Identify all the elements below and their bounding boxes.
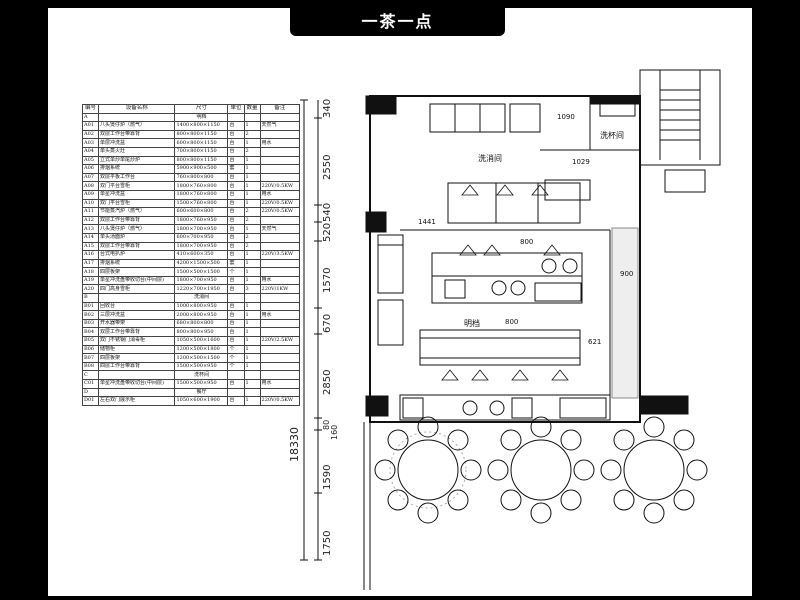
dim-800a: 800 [520,238,534,246]
dim-a: 2550 [322,154,333,180]
dim-b: 540 [322,202,333,222]
dim-1029: 1029 [572,158,590,166]
dim-1441: 1441 [418,218,436,226]
cup-room-label: 洗杯间 [600,131,624,140]
table-cell: 左右双门展示柜 [98,396,176,406]
table-cell: 220V/0.5KW [259,396,301,406]
cup-sink [664,169,706,193]
wash-room-label: 洗消间 [478,154,502,163]
page-title: 一茶一点 [290,8,505,36]
dim-621: 621 [588,338,602,346]
dim-e: 670 [322,313,333,333]
cooking-island [431,252,583,304]
dim-top: 340 [322,98,333,118]
staircase [639,69,721,166]
dim-f: 2850 [322,369,333,395]
dim-i: 1590 [322,464,333,490]
dim-c: 520 [322,222,333,242]
dining-table-3 [600,416,708,524]
dim-j: 1750 [322,530,333,556]
open-kitchen-label: 明档 [464,319,480,328]
dim-800b: 800 [505,318,519,326]
dim-h: 160 [330,424,339,440]
dining-table-2 [487,416,595,524]
front-counter [399,394,611,421]
dim-1090: 1090 [557,113,575,121]
kitchen-wall [369,95,641,423]
dining-table-1 [374,416,482,524]
dim-900: 900 [620,270,634,278]
dim-total: 18330 [288,427,301,462]
dim-d: 1570 [322,267,333,293]
